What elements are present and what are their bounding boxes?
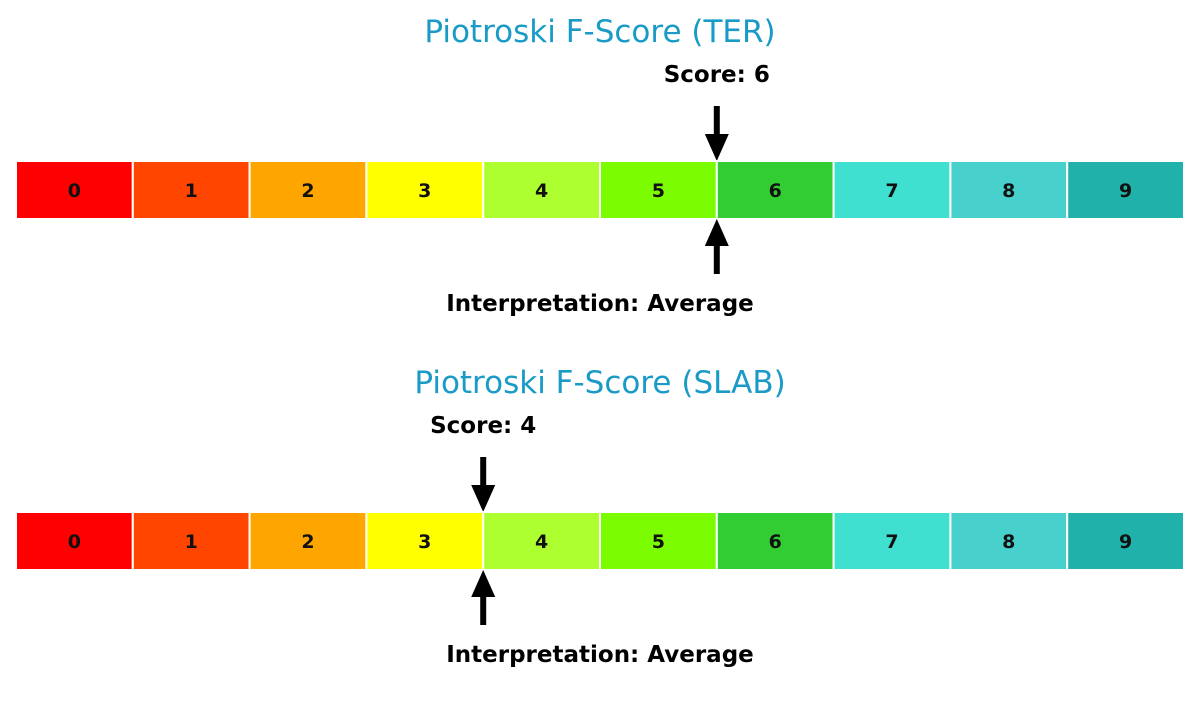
segment-label: 8 (1002, 531, 1015, 553)
gauge-segment-9 (1066, 160, 1185, 220)
gauge-segment-0 (15, 511, 134, 571)
segment-bar: 0 1 2 3 4 5 6 7 8 9 (15, 511, 1185, 571)
interpretation-label: Interpretation: Average (446, 642, 754, 668)
segment-label: 0 (68, 531, 81, 553)
interpretation-arrow-up-icon (704, 219, 729, 274)
segment-label: 7 (885, 531, 898, 553)
segment-label: 9 (1119, 180, 1132, 202)
segment-label: 9 (1119, 531, 1132, 553)
segment-label: 0 (68, 180, 81, 202)
score-arrow-down-icon (471, 457, 496, 512)
gauge-segment-5 (599, 511, 718, 571)
segment-label: 1 (185, 180, 198, 202)
segment-label: 1 (185, 531, 198, 553)
gauge-segment-2 (248, 511, 368, 571)
segment-label: 8 (1002, 180, 1015, 202)
segment-label: 4 (535, 531, 548, 553)
gauge-segment-4 (482, 511, 602, 571)
arrow-head (471, 570, 496, 597)
score-label: Score: 4 (430, 413, 536, 439)
segment-bar: 0 1 2 3 4 5 6 7 8 9 (15, 160, 1185, 220)
segment-label: 2 (301, 531, 314, 553)
segment-label: 2 (301, 180, 314, 202)
interpretation-label: Interpretation: Average (446, 291, 754, 317)
gauge-segment-9 (1066, 511, 1185, 571)
score-arrow-down-icon (704, 106, 729, 161)
chart-title: Piotroski F-Score (SLAB) (414, 365, 785, 401)
segment-label: 6 (769, 180, 782, 202)
score-label: Score: 6 (664, 62, 770, 88)
gauge-slab: Piotroski F-Score (SLAB) Score: 4 0 1 2 3 4 5… (15, 365, 1185, 668)
gauge-segment-7 (832, 511, 952, 571)
gauge-segment-1 (131, 511, 251, 571)
segment-label: 5 (652, 180, 665, 202)
gauge-segment-2 (248, 160, 368, 220)
segment-label: 4 (535, 180, 548, 202)
gauge-ter: Piotroski F-Score (TER) Score: 6 0 1 2 3 4 5 6… (15, 14, 1185, 317)
arrow-head (704, 219, 729, 246)
gauge-segment-3 (365, 511, 485, 571)
segment-label: 3 (418, 180, 431, 202)
gauge-segment-1 (131, 160, 251, 220)
segment-label: 7 (885, 180, 898, 202)
arrow-head (704, 134, 729, 161)
segment-label: 5 (652, 531, 665, 553)
gauge-segment-8 (949, 511, 1069, 571)
chart-title: Piotroski F-Score (TER) (424, 14, 775, 50)
gauge-segment-8 (949, 160, 1069, 220)
segment-label: 3 (418, 531, 431, 553)
interpretation-arrow-up-icon (471, 570, 496, 625)
gauge-segment-6 (715, 511, 835, 571)
arrow-head (471, 485, 496, 512)
segment-label: 6 (769, 531, 782, 553)
